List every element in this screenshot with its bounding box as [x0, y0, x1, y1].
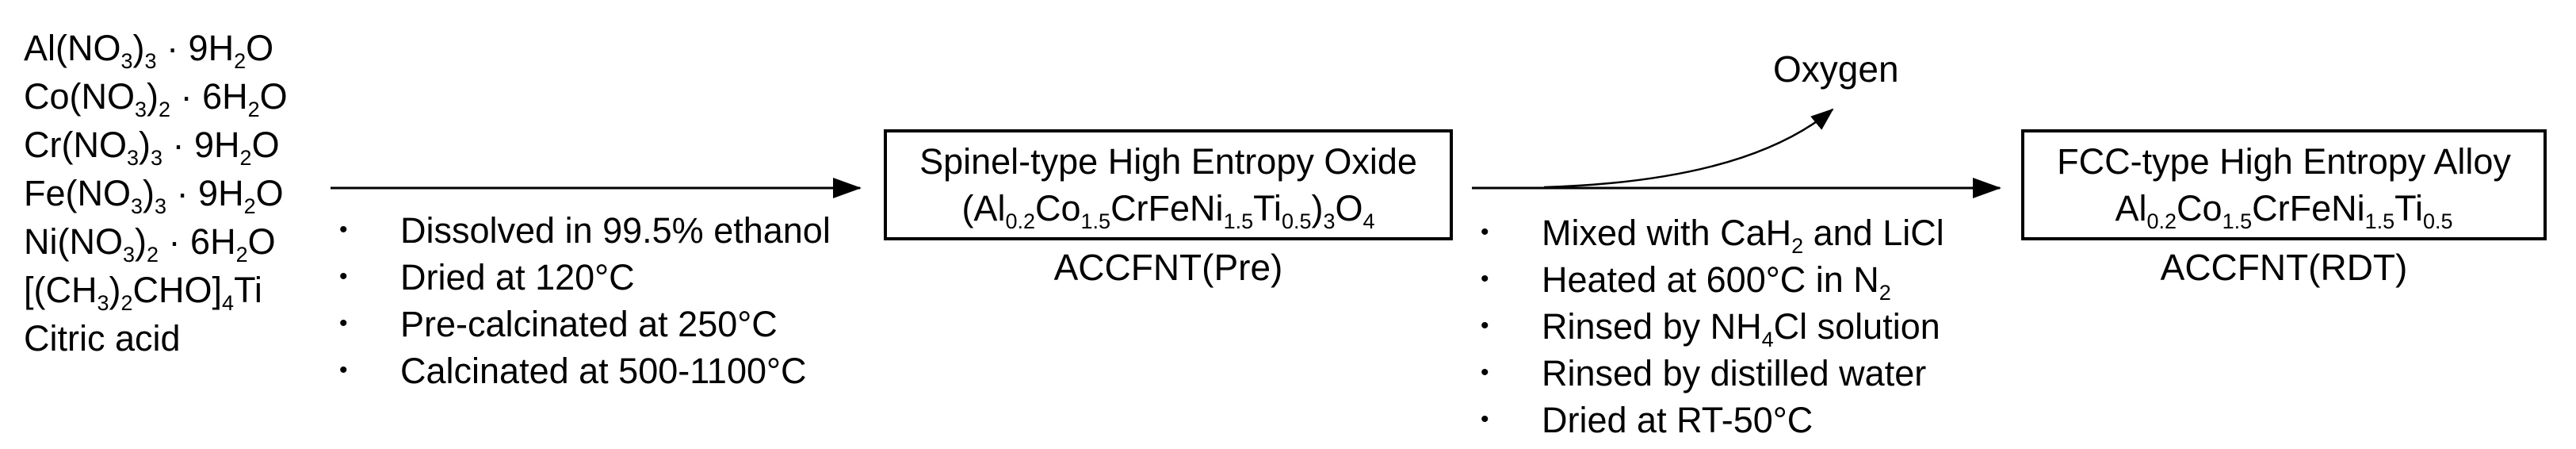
condition-item-text: Rinsed by distilled water: [1542, 353, 1927, 393]
reagent-item: Fe(NO3)3 · 9H2O: [24, 169, 288, 217]
reagent-item-text: Citric acid: [24, 318, 181, 359]
bullet-icon: •: [339, 357, 348, 383]
oxide-box-title: Spinel-type High Entropy Oxide: [919, 141, 1417, 182]
condition-item: • Dried at RT-50°C: [1481, 397, 1944, 443]
condition-item: • Rinsed by NH4Cl solution: [1481, 303, 1944, 351]
bullet-icon: •: [1481, 359, 1489, 386]
condition-item-text: Dried at RT-50°C: [1542, 400, 1814, 440]
reagent-item: Citric acid: [24, 314, 288, 363]
alloy-box-title: FCC-type High Entropy Alloy: [2057, 141, 2511, 182]
bullet-icon: •: [339, 310, 348, 336]
condition-item-text: Dried at 120°C: [400, 257, 635, 297]
reagent-item: [(CH3)2CHO]4Ti: [24, 266, 288, 314]
reagent-item-text: Ni(NO3)2 · 6H2O: [24, 221, 276, 267]
condition-item-text: Mixed with CaH2 and LiCl: [1542, 213, 1944, 258]
condition-item: • Rinsed by distilled water: [1481, 350, 1944, 397]
reagent-item: Ni(NO3)2 · 6H2O: [24, 217, 288, 266]
bullet-icon: •: [339, 217, 348, 243]
condition-item: • Calcinated at 500-1100°C: [339, 347, 831, 394]
condition-item: • Dissolved in 99.5% ethanol: [339, 207, 831, 254]
bullet-icon: •: [339, 263, 348, 290]
step1-conditions-list: • Dissolved in 99.5% ethanol • Dried at 120…: [339, 207, 831, 394]
step2-conditions-list: • Mixed with CaH2 and LiCl • Heated at 600°…: [1481, 209, 1944, 443]
reagent-item: Co(NO3)2 · 6H2O: [24, 72, 288, 121]
condition-item-text: Rinsed by NH4Cl solution: [1542, 306, 1940, 351]
oxide-product-box: Spinel-type High Entropy Oxide (Al0.2Co1…: [884, 129, 1453, 240]
condition-item-text: Pre-calcinated at 250°C: [400, 304, 778, 344]
condition-item: • Pre-calcinated at 250°C: [339, 301, 831, 347]
condition-item: • Heated at 600°C in N2: [1481, 256, 1944, 305]
alloy-product-label: ACCFNT(RDT): [2160, 247, 2408, 288]
oxygen-label: Oxygen: [1773, 48, 1899, 90]
alloy-box-formula: Al0.2Co1.5CrFeNi1.5Ti0.5: [2115, 188, 2453, 233]
reagent-item-text: [(CH3)2CHO]4Ti: [24, 270, 262, 315]
condition-item-text: Dissolved in 99.5% ethanol: [400, 210, 831, 251]
bullet-icon: •: [1481, 313, 1489, 339]
condition-item: • Dried at 120°C: [339, 254, 831, 301]
bullet-icon: •: [1481, 406, 1489, 432]
oxide-product-label: ACCFNT(Pre): [1053, 247, 1283, 288]
reagent-item: Cr(NO3)3 · 9H2O: [24, 121, 288, 169]
reagent-item-text: Cr(NO3)3 · 9H2O: [24, 125, 280, 170]
condition-item-text: Calcinated at 500-1100°C: [400, 351, 807, 391]
reagent-item-text: Al(NO3)3 · 9H2O: [24, 28, 274, 73]
oxide-box-formula: (Al0.2Co1.5CrFeNi1.5Ti0.5)3O4: [961, 188, 1375, 233]
reagent-item-text: Co(NO3)2 · 6H2O: [24, 76, 288, 121]
bullet-icon: •: [1481, 266, 1489, 292]
reagent-item: Al(NO3)3 · 9H2O: [24, 24, 288, 72]
bullet-icon: •: [1481, 219, 1489, 245]
alloy-product-box: FCC-type High Entropy Alloy Al0.2Co1.5Cr…: [2021, 129, 2547, 240]
oxygen-release-arrow: [1543, 108, 1834, 189]
condition-item: • Mixed with CaH2 and LiCl: [1481, 209, 1944, 258]
reagent-item-text: Fe(NO3)3 · 9H2O: [24, 173, 284, 218]
condition-item-text: Heated at 600°C in N2: [1542, 259, 1891, 305]
